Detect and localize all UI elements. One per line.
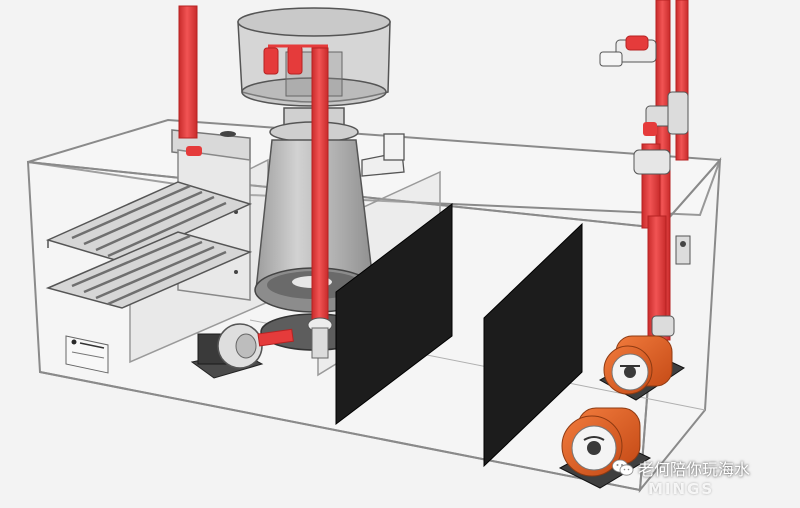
wechat-icon [612,459,634,476]
black-baffle-1 [335,202,453,426]
skimmer-riser-pipe [311,47,329,321]
watermark-text: 老何陪你玩海水 [638,460,751,479]
return-pump-upper [598,335,686,401]
filter-tray-upper [45,181,253,263]
watermark: 老何陪你玩海水 [612,455,750,481]
return-pump-lower [558,407,652,489]
return-plumbing [599,0,691,341]
filter-tray-lower [45,231,253,309]
drain-pipe [178,5,198,139]
float-switch [675,235,691,265]
black-baffle-2 [483,222,583,468]
brand-label [65,335,109,374]
drain-pipe-elbow [186,146,202,156]
skimmer-feed-pump [190,323,294,379]
tank-bottom-edge [39,371,641,491]
watermark-sub-text: MINGS [648,480,715,498]
